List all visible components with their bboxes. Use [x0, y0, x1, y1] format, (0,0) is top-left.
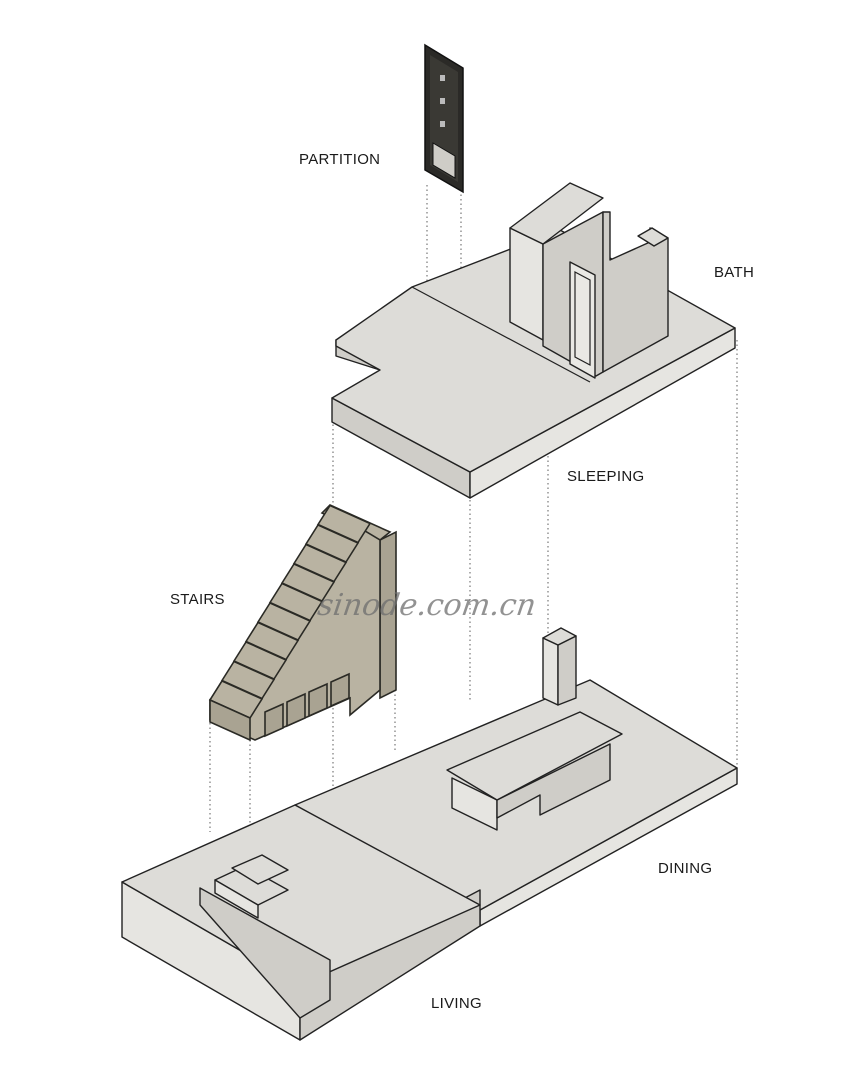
stairs-unit: [208, 504, 397, 742]
storage-cubby: [264, 702, 284, 738]
label-stairs: STAIRS: [170, 591, 225, 608]
bath-walls: [509, 182, 669, 379]
label-bath: BATH: [714, 264, 755, 281]
kitchen-island: [446, 627, 623, 831]
storage-cubby: [308, 682, 328, 718]
living-platform: [121, 804, 481, 1041]
label-partition: PARTITION: [299, 151, 381, 168]
label-living: LIVING: [431, 995, 482, 1012]
label-dining: DINING: [658, 860, 713, 877]
stairs-bottom-front: [209, 698, 251, 742]
watermark: sinode.com.cn: [315, 588, 539, 623]
storage-cubby: [286, 692, 306, 728]
stair-tread: [316, 504, 372, 544]
storage-cubby: [330, 672, 350, 708]
partition-panel: [424, 43, 464, 194]
label-sleeping: SLEEPING: [567, 468, 645, 485]
